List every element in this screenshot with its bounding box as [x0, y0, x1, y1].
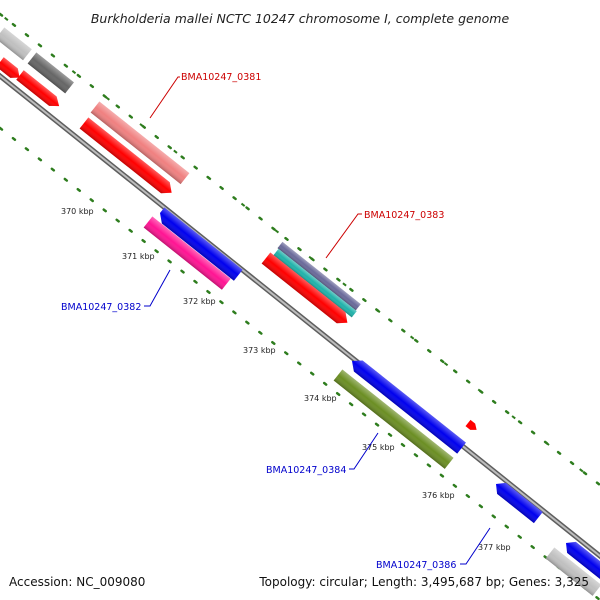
- feature-gray-bottomright: [545, 547, 600, 596]
- leader-0381: [149, 76, 180, 119]
- map-title: Burkholderia mallei NCTC 10247 chromosom…: [91, 11, 510, 26]
- feature-red-small: [465, 419, 477, 430]
- backbone-ring: [0, 72, 600, 560]
- gene-features: [0, 27, 600, 596]
- feature-gray-light: [0, 27, 32, 61]
- accession-text: Accession: NC_009080: [9, 575, 145, 589]
- gene-label-0381[interactable]: BMA10247_0381: [181, 72, 261, 83]
- tick-labels: 370 kbp 371 kbp 372 kbp 373 kbp 374 kbp …: [61, 207, 511, 552]
- feature-blue-bottomright: [566, 541, 600, 586]
- feature-blue-0386: [496, 482, 543, 524]
- outer-dot-ring: [0, 12, 600, 487]
- feature-magenta-0382: [143, 216, 231, 290]
- feature-blue-0382: [160, 207, 243, 281]
- gene-label-0382[interactable]: BMA10247_0382: [61, 302, 141, 313]
- tick-label-371: 371 kbp: [122, 252, 155, 261]
- leader-0384: [349, 432, 379, 470]
- leader-lines: [144, 76, 491, 565]
- feature-red-topleft-2: [16, 70, 60, 107]
- leader-0386: [460, 527, 491, 565]
- feature-red-0383: [261, 252, 348, 324]
- feature-olive-0384: [333, 369, 454, 469]
- tick-label-373: 373 kbp: [243, 346, 276, 355]
- feature-blue-0384: [352, 360, 466, 454]
- tick-label-375: 375 kbp: [362, 443, 395, 452]
- gene-label-0383[interactable]: BMA10247_0383: [364, 210, 444, 221]
- feature-slate-0383: [277, 241, 361, 311]
- feature-pink-0381: [90, 101, 190, 185]
- gene-labels: BMA10247_0381 BMA10247_0382 BMA10247_038…: [61, 72, 456, 571]
- feature-cyan-0383: [273, 248, 357, 318]
- gene-label-0384[interactable]: BMA10247_0384: [266, 465, 346, 476]
- tick-label-370: 370 kbp: [61, 207, 94, 216]
- feature-red-topleft-1: [0, 57, 20, 78]
- tick-label-376: 376 kbp: [422, 491, 455, 500]
- feature-gray-dark: [27, 52, 74, 94]
- leader-0383: [325, 213, 362, 259]
- tick-label-377: 377 kbp: [478, 543, 511, 552]
- inner-dot-ring: [0, 126, 600, 600]
- gene-label-0386[interactable]: BMA10247_0386: [376, 560, 456, 571]
- tick-label-372: 372 kbp: [183, 297, 216, 306]
- leader-0382: [144, 269, 171, 307]
- summary-text: Topology: circular; Length: 3,495,687 bp…: [258, 575, 589, 589]
- tick-label-374: 374 kbp: [304, 394, 337, 403]
- feature-red-0381: [79, 117, 172, 194]
